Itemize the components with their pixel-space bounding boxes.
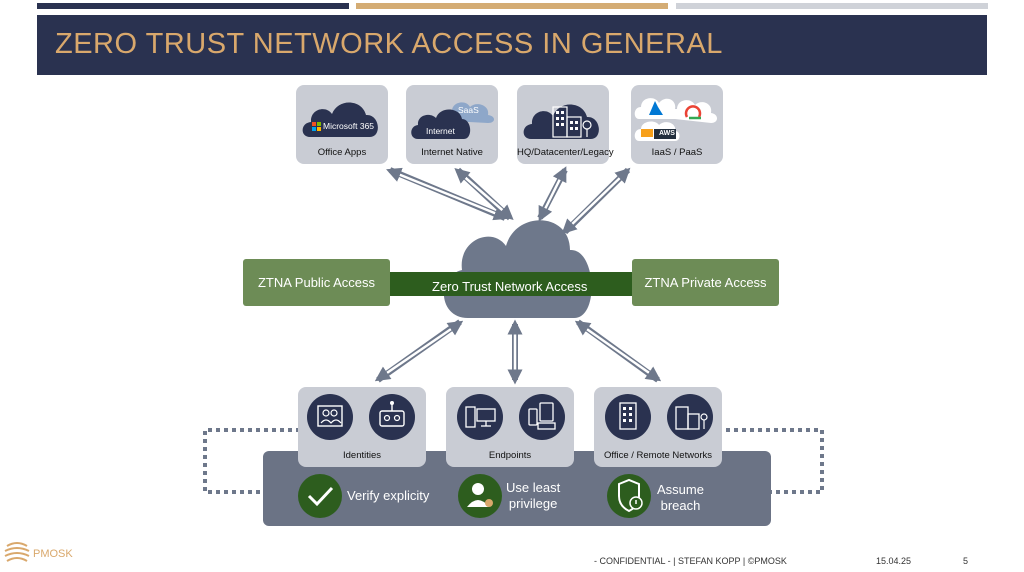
azure-gcp-aws-icon [634,98,717,141]
building-icon [523,104,599,139]
check-icon [298,474,342,518]
network-icons [605,394,713,440]
robot-icon [369,394,415,440]
desktop-icon [457,394,503,440]
footer-page-number: 5 [963,556,969,566]
dashed-loop-left [203,428,300,494]
ztna-center-label: Zero Trust Network Access [432,279,588,294]
principle-assume-breach: Assume breach [657,482,704,514]
consumer-endpoints: Endpoints [446,387,574,467]
resource-label: HQ/Datacenter/Legacy [517,147,614,158]
top-bar-gray [676,3,988,9]
top-bar-navy [37,3,349,9]
aws-badge: AWS [659,130,675,137]
title-bar: ZERO TRUST NETWORK ACCESS IN GENERAL [37,15,987,75]
ztna-private-access: ZTNA Private Access [632,259,779,306]
resource-internet-native: SaaS Internet Internet Native [406,85,498,164]
consumer-label: Identities [342,450,382,461]
principle-line: breach [660,498,701,513]
top-bar-gold [356,3,668,9]
office-building-icon [605,394,651,440]
footer-confidential: - CONFIDENTIAL - | STEFAN KOPP | ©PMOSK [594,556,787,566]
cloud-text-m365: Microsoft 365 [323,121,375,131]
footer-brand: PMOSK [33,548,73,560]
microsoft-logo-icon [302,102,378,137]
identity-icons [307,394,415,440]
consumer-label: Office / Remote Networks [603,450,713,461]
resource-hq: HQ/Datacenter/Legacy [517,85,614,164]
endpoint-icons [457,394,565,440]
principle-least-privilege: Use least privilege [506,480,560,512]
principle-verify: Verify explicity [347,488,430,503]
footer-date: 15.04.25 [876,556,912,566]
resource-label: Office Apps [317,147,367,158]
dashed-loop-right [726,428,824,494]
consumer-networks: Office / Remote Networks [594,387,722,467]
consumer-identities: Identities [298,387,426,467]
principle-line: Use least [506,480,561,495]
resource-iaas-paas: AWS IaaS / PaaS [631,85,723,164]
resource-office-apps: Microsoft 365 Office Apps [296,85,388,164]
ztna-band [390,272,632,296]
cloud-text-saas: SaaS [458,105,479,115]
resource-label: IaaS / PaaS [651,147,703,158]
principle-line: Assume [657,482,704,497]
consumer-label: Endpoints [488,450,532,461]
cloud-icon [411,102,494,139]
page-title: ZERO TRUST NETWORK ACCESS IN GENERAL [55,28,723,60]
resource-label: Internet Native [421,147,483,158]
ztna-public-access: ZTNA Public Access [243,259,390,306]
principle-line: privilege [508,496,558,511]
cloud-text-internet: Internet [426,126,455,136]
